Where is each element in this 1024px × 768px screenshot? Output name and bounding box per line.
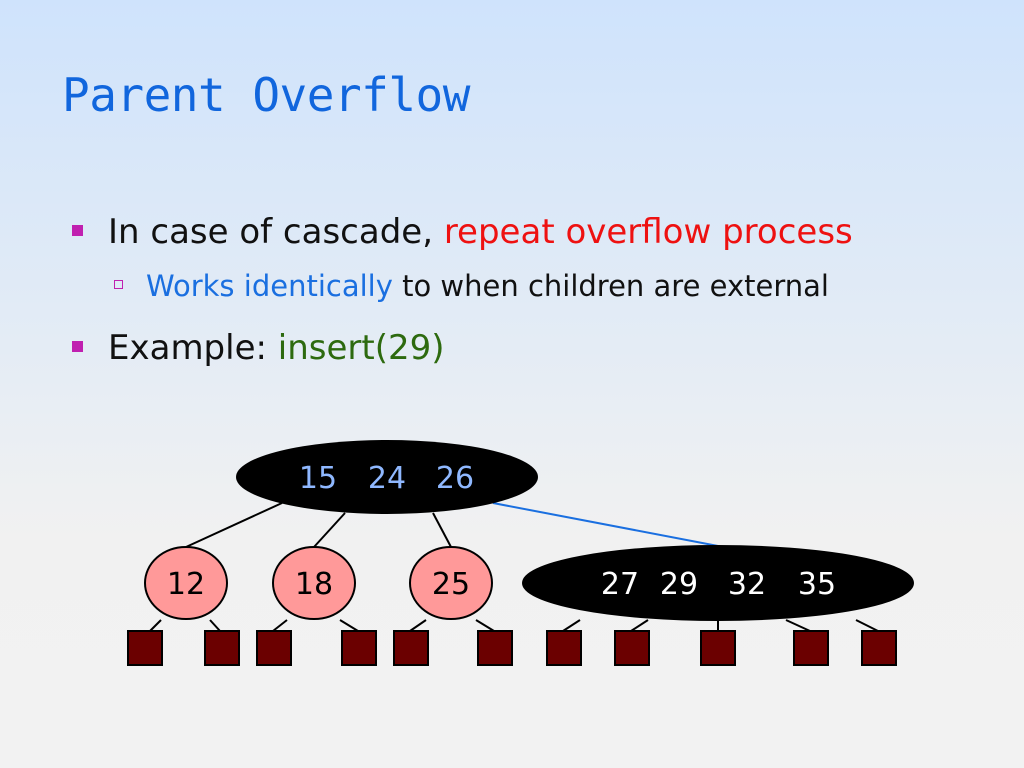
external-leaf-node [204,630,240,666]
leaf-edge [409,619,427,632]
sub-bullet-highlight: Works identically [146,269,393,303]
sub-bullet-text: to when children are external [392,269,829,303]
bullet-example: Example: insert(29) [70,322,970,374]
external-leaf-node [393,630,429,666]
child-key: 32 [728,567,766,602]
child-key: 27 [601,567,639,602]
external-leaf-node [546,630,582,666]
leaf-edge [272,619,288,632]
external-leaf-node [341,630,377,666]
child-node [522,545,914,621]
external-leaf-node [614,630,650,666]
external-leaf-node [700,630,736,666]
leaf-edge [562,619,581,632]
child-node [409,546,493,620]
leaf-edge [785,619,811,632]
bullet-text: In case of cascade, [108,212,444,252]
hollow-square-bullet-icon [114,280,123,289]
child-key: 12 [167,567,205,602]
root-key: 15 [299,461,337,496]
external-leaf-node [477,630,513,666]
leaf-edge [475,619,495,632]
tree-edge [313,512,346,548]
leaf-edge [339,619,359,632]
slide-title: Parent Overflow [62,68,470,122]
child-key: 35 [798,567,836,602]
external-leaf-node [256,630,292,666]
square-bullet-icon [72,341,83,352]
bullet-cascade: In case of cascade, repeat overflow proc… [70,206,970,258]
leaf-edge [855,619,879,632]
child-key: 25 [432,567,470,602]
external-leaf-node [127,630,163,666]
root-key: 26 [436,461,474,496]
bullet-highlight: repeat overflow process [443,212,853,252]
external-leaf-node [861,630,897,666]
tree-edge-highlight [492,502,719,547]
child-node [272,546,356,620]
bullet-text: Example: [108,328,278,368]
square-bullet-icon [72,225,83,236]
external-leaf-node [793,630,829,666]
leaf-edge [209,619,221,632]
leaf-edge [149,619,162,632]
child-node [144,546,228,620]
child-key: 29 [660,567,698,602]
bullet-list: In case of cascade, repeat overflow proc… [70,206,970,380]
root-key: 24 [368,461,406,496]
leaf-edge [630,619,649,632]
tree-edge [432,512,452,548]
bullet-code: insert(29) [277,328,445,368]
child-key: 18 [295,567,333,602]
sub-bullet-identical: Works identically to when children are e… [70,264,970,308]
tree-edge [185,502,283,548]
root-node [236,440,538,514]
